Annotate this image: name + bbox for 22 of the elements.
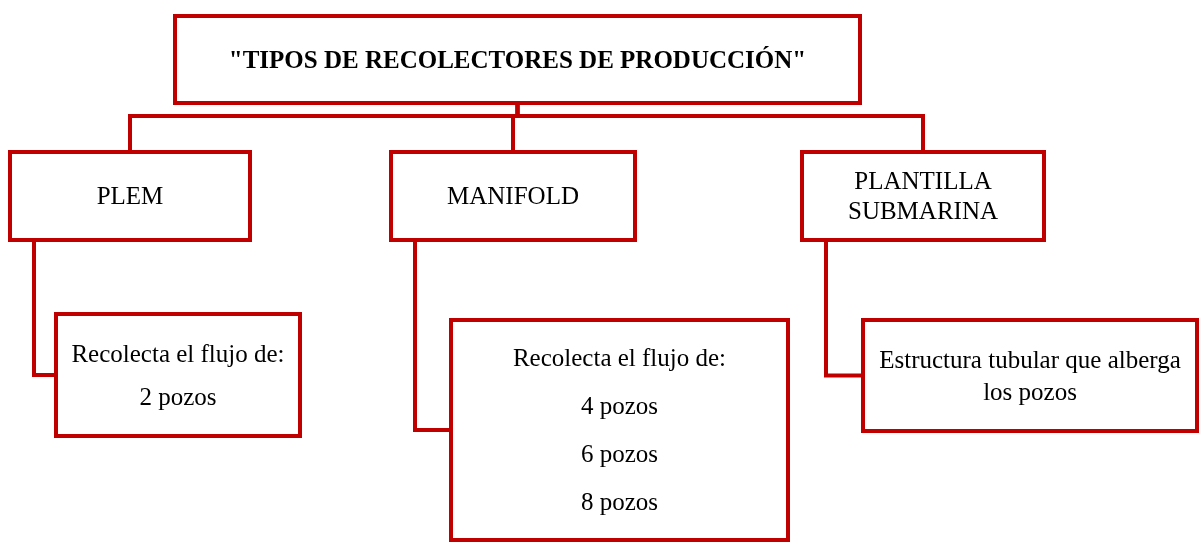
text-box bbox=[8, 150, 252, 242]
text-box bbox=[449, 318, 790, 542]
text-box bbox=[861, 318, 1199, 433]
connector-line bbox=[413, 242, 449, 432]
text-box bbox=[54, 312, 302, 438]
box-text: Estructura tubular que alberga los pozos bbox=[878, 344, 1182, 407]
box-text: PLANTILLA SUBMARINA bbox=[847, 166, 999, 226]
box-text: 4 pozos bbox=[580, 391, 659, 421]
text-box bbox=[389, 150, 637, 242]
box-text: 2 pozos bbox=[139, 382, 217, 412]
box-text: 6 pozos bbox=[580, 439, 659, 469]
connector-line bbox=[32, 242, 54, 377]
box-text: Recolecta el flujo de: bbox=[512, 343, 727, 373]
connector-line bbox=[515, 105, 925, 150]
title-text: "TIPOS DE RECOLECTORES DE PRODUCCIÓN" bbox=[228, 44, 807, 75]
text-box bbox=[800, 150, 1046, 242]
title-box bbox=[173, 14, 862, 105]
box-text: MANIFOLD bbox=[447, 181, 579, 211]
box-text: PLEM bbox=[96, 181, 164, 211]
connector-line bbox=[824, 242, 861, 378]
box-text: 8 pozos bbox=[580, 487, 659, 517]
box-text: Recolecta el flujo de: bbox=[71, 339, 285, 369]
